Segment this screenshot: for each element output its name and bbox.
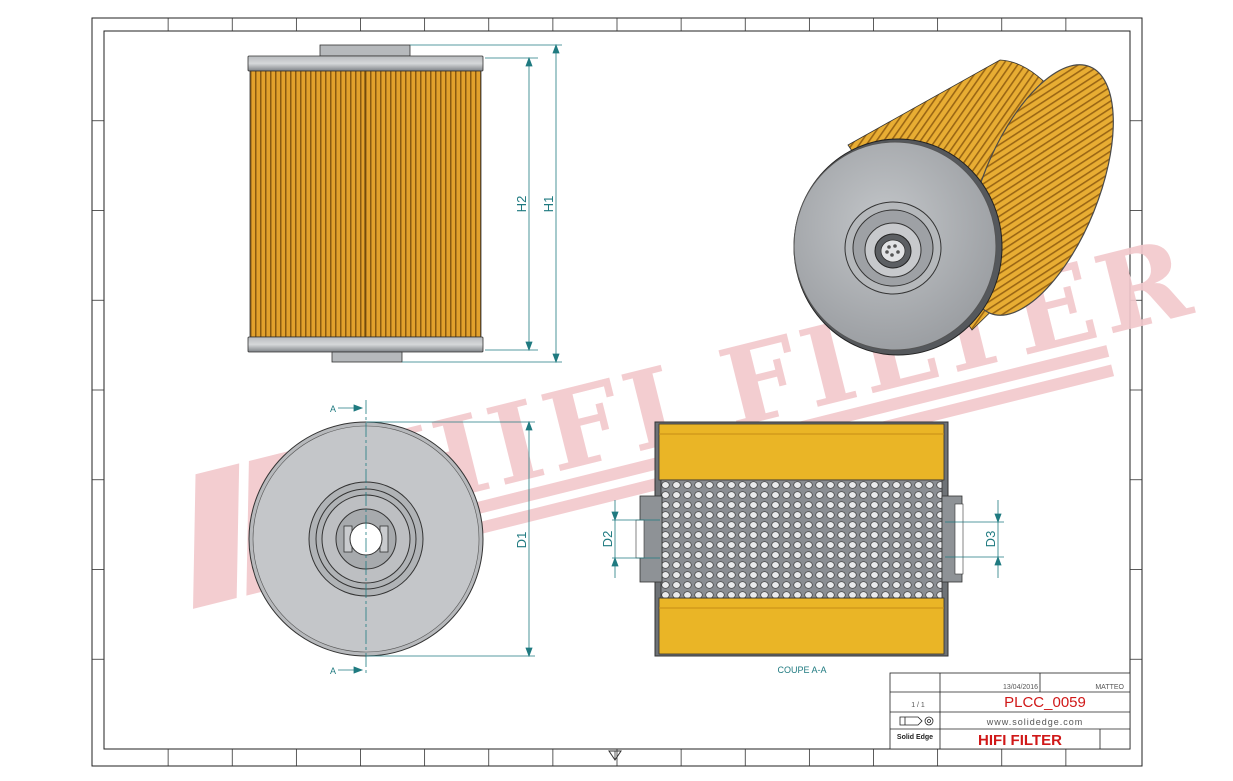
isometric-view bbox=[793, 59, 1114, 356]
dimension-d3: D3 bbox=[983, 531, 998, 548]
title-block bbox=[889, 672, 1131, 750]
title-website: www.solidedge.com bbox=[986, 717, 1084, 727]
dimension-h2: H2 bbox=[514, 196, 529, 213]
section-mark-bottom: A bbox=[330, 666, 336, 676]
inner-diameter-dimensions bbox=[611, 500, 1004, 578]
title-scale: 1 / 1 bbox=[911, 702, 925, 709]
section-caption: COUPE A-A bbox=[777, 665, 826, 675]
title-date: 13/04/2016 bbox=[1003, 684, 1038, 691]
title-company: HIFI FILTER bbox=[978, 732, 1062, 749]
dimension-d2: D2 bbox=[600, 531, 615, 548]
title-part-number: PLCC_0059 bbox=[1004, 694, 1086, 711]
title-cad-software: Solid Edge bbox=[897, 734, 933, 741]
cad-logo-icon bbox=[899, 716, 934, 726]
section-view-a-a bbox=[635, 421, 964, 657]
height-dimensions bbox=[402, 43, 562, 364]
drawing-frame bbox=[91, 17, 1143, 767]
dimension-d1: D1 bbox=[514, 532, 529, 549]
section-cut-line bbox=[338, 400, 535, 676]
front-elevation-view bbox=[247, 44, 484, 363]
dimension-h1: H1 bbox=[541, 196, 556, 213]
section-mark-top: A bbox=[330, 404, 336, 414]
title-author: MATTEO bbox=[1095, 684, 1124, 691]
